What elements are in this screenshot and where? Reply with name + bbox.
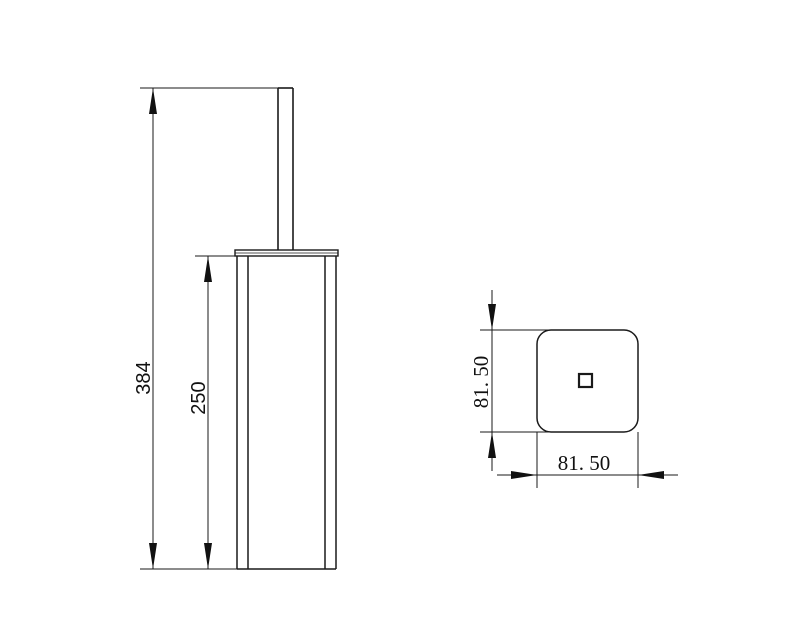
brush-handle bbox=[277, 87, 294, 250]
arrow-up-icon bbox=[488, 432, 496, 458]
handle-cross-section bbox=[577, 372, 594, 389]
side-view bbox=[140, 87, 339, 570]
arrow-right-icon bbox=[511, 471, 537, 479]
arrow-down-icon bbox=[149, 543, 157, 569]
overall-height-dimension bbox=[140, 87, 278, 570]
container-body bbox=[236, 256, 337, 570]
top-view bbox=[480, 290, 678, 488]
arrow-left-icon bbox=[638, 471, 664, 479]
container-outline bbox=[536, 329, 639, 433]
container-height-label: 250 bbox=[188, 381, 210, 414]
arrow-up-icon bbox=[149, 88, 157, 114]
depth-dimension bbox=[480, 290, 600, 471]
container-height-dimension bbox=[195, 255, 235, 569]
arrow-down-icon bbox=[488, 304, 496, 330]
width-label: 81. 50 bbox=[558, 451, 611, 475]
width-dimension bbox=[497, 432, 678, 488]
overall-height-label: 384 bbox=[133, 361, 155, 394]
container-lid bbox=[234, 249, 339, 257]
depth-label: 81. 50 bbox=[469, 356, 493, 409]
arrow-down-icon bbox=[204, 543, 212, 569]
arrow-up-icon bbox=[204, 256, 212, 282]
